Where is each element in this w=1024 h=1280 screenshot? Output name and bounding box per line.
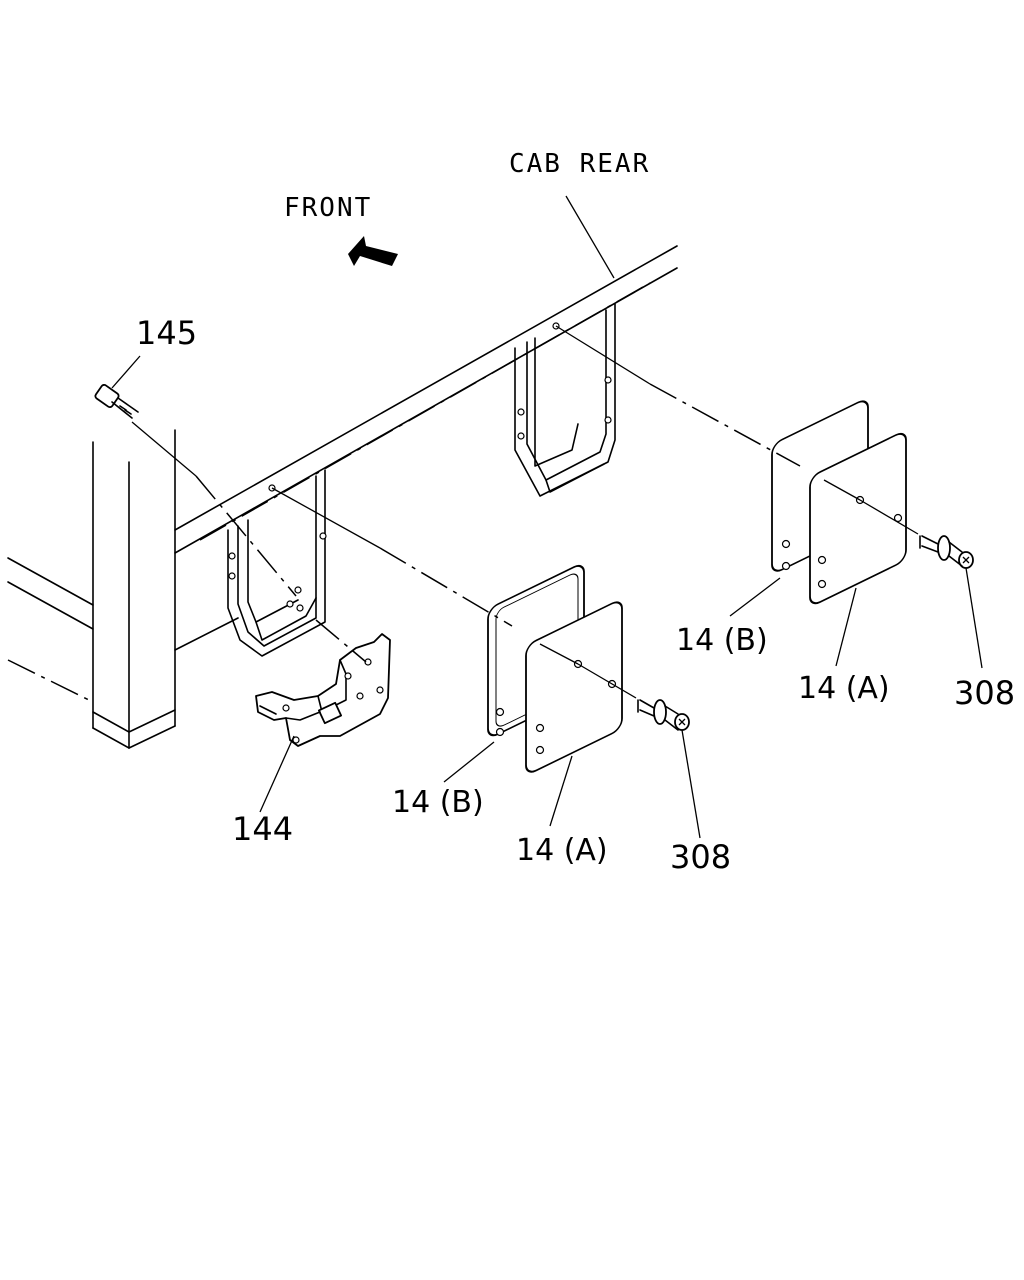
- part-308-left-label: 308: [670, 838, 731, 876]
- bolt-308-right: [919, 535, 974, 569]
- assembly-lines: [131, 325, 919, 699]
- bracket-channel-left: [227, 469, 327, 657]
- part-308-right-label: 308: [954, 674, 1015, 712]
- part-145-label: 145: [136, 314, 197, 352]
- part-14b-right-label: 14 (B): [676, 623, 768, 658]
- part-14a-left-label: 14 (A): [516, 833, 608, 868]
- cab-rear-crossmember: [174, 245, 678, 554]
- part-14a-right-label: 14 (A): [798, 671, 890, 706]
- bolt-308-left: [637, 699, 690, 731]
- bracket-channel-right: [514, 303, 616, 497]
- bolt-145: [94, 383, 139, 419]
- side-rail: [7, 429, 239, 749]
- cab-rear-label: CAB REAR: [509, 149, 650, 179]
- plate-14a-right: [809, 432, 907, 605]
- plate-14a-left: [525, 601, 623, 773]
- bracket-144: [255, 633, 391, 747]
- leader-lines: [111, 195, 983, 839]
- part-144-label: 144: [232, 810, 293, 848]
- part-14b-left-label: 14 (B): [392, 785, 484, 820]
- arrow-icon: [348, 236, 398, 266]
- front-label: FRONT: [284, 193, 372, 223]
